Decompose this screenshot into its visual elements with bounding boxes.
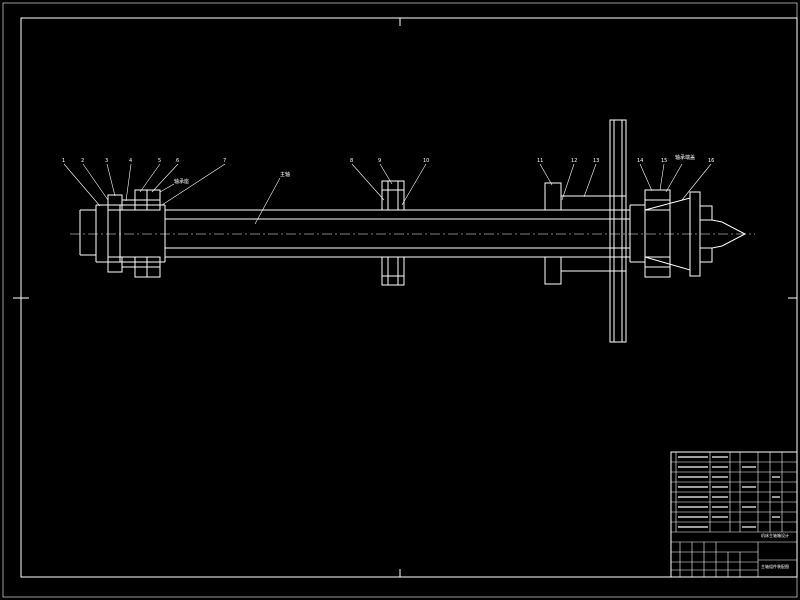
title-block-dense-text — [678, 456, 780, 528]
title-block — [670, 451, 798, 578]
part-label: 8 — [350, 158, 353, 164]
middle-gear — [381, 180, 405, 286]
right-note: 轴承端盖 — [675, 154, 695, 161]
right-sleeve-flange — [544, 119, 627, 343]
part-label: 3 — [105, 158, 108, 164]
left-bearing-group — [107, 189, 161, 278]
leader-lines — [63, 163, 712, 225]
spindle-assembly — [70, 119, 755, 343]
bearing-note: 轴承座 — [174, 178, 189, 185]
part-label: 10 — [423, 158, 429, 164]
part-label: 13 — [593, 158, 599, 164]
right-bearing — [644, 189, 671, 278]
title-block-company: 机床主轴箱设计 — [761, 532, 789, 538]
part-label: 1 — [62, 158, 65, 164]
part-label: 16 — [708, 158, 714, 164]
part-label: 11 — [537, 158, 543, 164]
part-label: 7 — [223, 158, 226, 164]
part-label: 12 — [571, 158, 577, 164]
part-label: 2 — [81, 158, 84, 164]
main-shaft — [79, 204, 646, 263]
part-label: 4 — [129, 158, 132, 164]
part-label: 15 — [661, 158, 667, 164]
shaft-note: 主轴 — [280, 171, 290, 178]
inner-border — [20, 17, 798, 578]
title-block-drawing-name: 主轴组件装配图 — [761, 563, 789, 569]
part-labels: 1 2 3 4 5 6 7 8 9 10 11 12 13 14 15 16 轴… — [62, 154, 714, 185]
part-label: 14 — [637, 158, 643, 164]
part-label: 6 — [176, 158, 179, 164]
part-label: 9 — [378, 158, 381, 164]
part-label: 5 — [158, 158, 161, 164]
